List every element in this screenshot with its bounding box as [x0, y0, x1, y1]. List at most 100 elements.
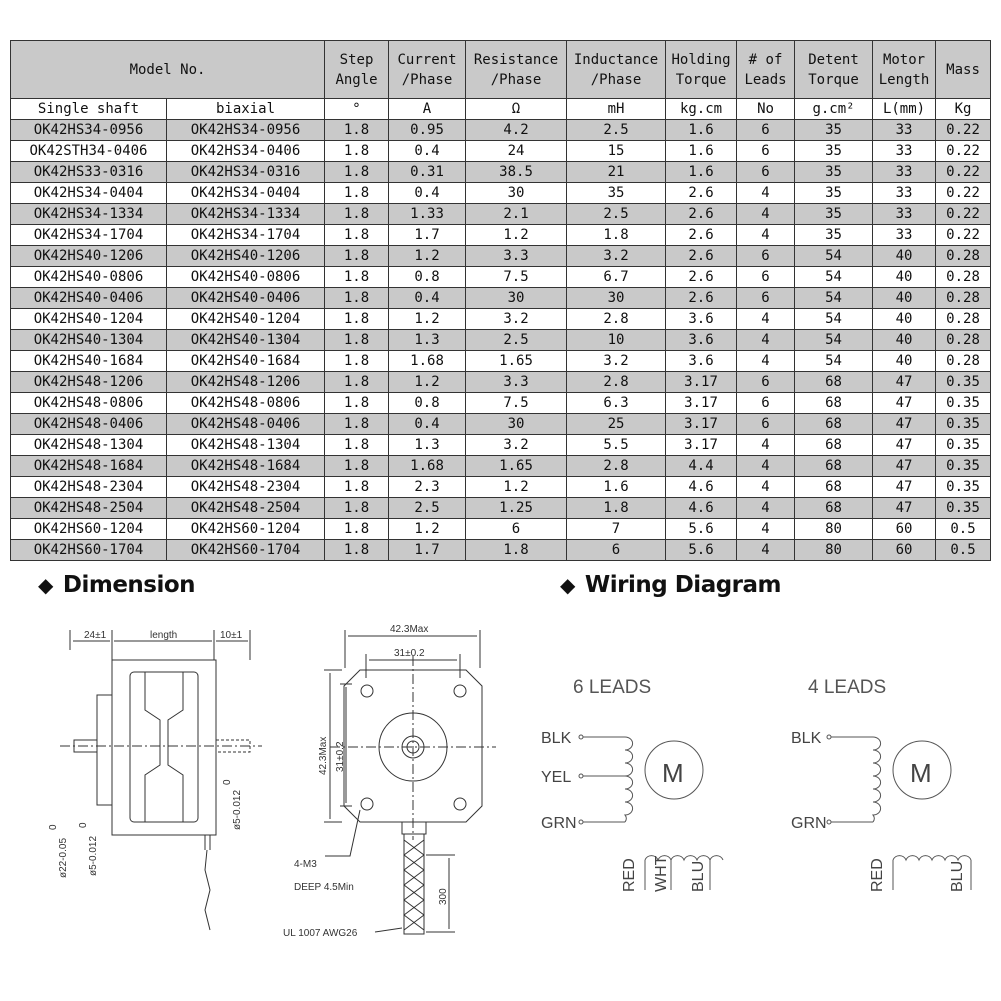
cell-mass: 0.28	[935, 350, 992, 372]
cell-inductance: 1.8	[566, 497, 667, 519]
four-leads-title: 4 LEADS	[808, 677, 886, 698]
cell-biaxial: OK42HS34-0316	[165, 161, 326, 183]
cell-motor-length: 47	[872, 392, 937, 414]
boss-diameter-label: ø22-0.05	[58, 838, 69, 878]
cell-holding-torque: 5.6	[665, 539, 738, 561]
cell-mass: 0.5	[935, 539, 992, 561]
cell-step-angle: 1.8	[324, 266, 390, 288]
cell-biaxial: OK42HS48-0406	[165, 413, 326, 435]
cell-motor-length: 33	[872, 224, 937, 246]
cell-resistance: 7.5	[465, 266, 568, 288]
cell-motor-length: 33	[872, 161, 937, 183]
cell-mass: 0.35	[935, 413, 992, 435]
cell-leads: 4	[736, 350, 796, 372]
cell-holding-torque: 2.6	[665, 224, 738, 246]
cell-leads: 4	[736, 476, 796, 498]
cell-single-shaft: OK42STH34-0406	[10, 140, 167, 162]
cell-current: 2.5	[388, 497, 467, 519]
unit-holding-torque: kg.cm	[665, 98, 738, 120]
cell-motor-length: 33	[872, 203, 937, 225]
cell-step-angle: 1.8	[324, 455, 390, 477]
cell-mass: 0.35	[935, 497, 992, 519]
cell-holding-torque: 3.6	[665, 350, 738, 372]
unit-current: A	[388, 98, 467, 120]
cell-detent-torque: 35	[794, 119, 874, 141]
cell-current: 0.8	[388, 392, 467, 414]
cell-inductance: 2.5	[566, 119, 667, 141]
cell-leads: 6	[736, 371, 796, 393]
cell-step-angle: 1.8	[324, 287, 390, 309]
cell-resistance: 1.2	[465, 476, 568, 498]
hole-spacing-label: 31±0.2	[394, 648, 425, 659]
cell-inductance: 5.5	[566, 434, 667, 456]
cell-motor-length: 47	[872, 455, 937, 477]
cell-leads: 4	[736, 455, 796, 477]
cell-resistance: 24	[465, 140, 568, 162]
cell-step-angle: 1.8	[324, 140, 390, 162]
cell-inductance: 6	[566, 539, 667, 561]
cell-current: 1.3	[388, 434, 467, 456]
cell-biaxial: OK42HS48-0806	[165, 392, 326, 414]
cell-detent-torque: 68	[794, 497, 874, 519]
cell-mass: 0.5	[935, 518, 992, 540]
cell-biaxial: OK42HS40-1304	[165, 329, 326, 351]
cell-single-shaft: OK42HS48-0806	[10, 392, 167, 414]
cell-motor-length: 40	[872, 329, 937, 351]
cell-step-angle: 1.8	[324, 245, 390, 267]
cell-leads: 4	[736, 518, 796, 540]
cell-resistance: 1.8	[465, 539, 568, 561]
unit-inductance: mH	[566, 98, 667, 120]
cell-single-shaft: OK42HS34-0956	[10, 119, 167, 141]
cell-mass: 0.28	[935, 329, 992, 351]
cell-resistance: 30	[465, 287, 568, 309]
cell-resistance: 3.3	[465, 371, 568, 393]
cell-resistance: 30	[465, 182, 568, 204]
cell-holding-torque: 4.4	[665, 455, 738, 477]
header-inductance: Inductance/Phase	[566, 40, 667, 99]
cell-mass: 0.22	[935, 224, 992, 246]
cell-detent-torque: 68	[794, 392, 874, 414]
cell-step-angle: 1.8	[324, 497, 390, 519]
cell-current: 1.2	[388, 308, 467, 330]
cell-leads: 6	[736, 392, 796, 414]
four-lead-label-blk: BLK	[791, 730, 822, 747]
front-view-drawing	[324, 630, 496, 935]
cell-resistance: 1.2	[465, 224, 568, 246]
dimension-heading: ◆Dimension	[38, 572, 196, 598]
cell-current: 1.3	[388, 329, 467, 351]
cell-step-angle: 1.8	[324, 161, 390, 183]
cell-inductance: 3.2	[566, 350, 667, 372]
cell-single-shaft: OK42HS48-1206	[10, 371, 167, 393]
cell-detent-torque: 35	[794, 224, 874, 246]
cell-mass: 0.22	[935, 161, 992, 183]
six-lead-label-yel: YEL	[541, 769, 571, 786]
cell-inductance: 30	[566, 287, 667, 309]
header-resistance: Resistance/Phase	[465, 40, 568, 99]
cell-single-shaft: OK42HS34-1334	[10, 203, 167, 225]
cell-inductance: 15	[566, 140, 667, 162]
cell-holding-torque: 2.6	[665, 245, 738, 267]
shaft-tolerance-label: 0	[78, 822, 89, 828]
cell-resistance: 3.2	[465, 308, 568, 330]
cell-inductance: 3.2	[566, 245, 667, 267]
six-lead-label-blu: BLU	[690, 861, 707, 892]
cell-step-angle: 1.8	[324, 182, 390, 204]
cell-detent-torque: 35	[794, 140, 874, 162]
cell-motor-length: 33	[872, 119, 937, 141]
six-lead-label-blk: BLK	[541, 730, 572, 747]
cell-single-shaft: OK42HS40-0806	[10, 266, 167, 288]
drawings: 24±1 length 10±1 ø22-0.05 0 ø5-0.012 0 ø…	[48, 624, 972, 939]
shaft-length-label: 24±1	[84, 630, 107, 641]
